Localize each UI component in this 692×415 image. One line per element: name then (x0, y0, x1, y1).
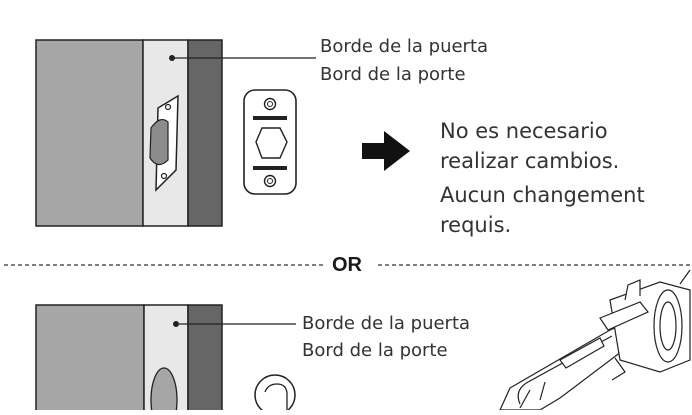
screw-top (164, 103, 172, 111)
door-face (35, 39, 144, 227)
bottom-callout-line1: Borde de la puerta (302, 313, 471, 334)
top-door-illustration (35, 39, 316, 227)
top-callout-line2: Bord de la porte (320, 64, 466, 85)
latch-hole (149, 118, 169, 166)
divider-or-label: OR (328, 254, 366, 277)
message-es-line1: No es necesario (440, 119, 608, 143)
arrow-right-icon (362, 131, 410, 171)
door-bore-hole (150, 367, 178, 415)
door-frame-bottom (187, 304, 223, 415)
top-callout-line1: Borde de la puerta (320, 36, 489, 57)
message-fr-line2: requis. (440, 213, 512, 237)
bottom-door-illustration (35, 304, 296, 415)
message-fr-line1: Aucun changement (440, 183, 645, 207)
message-es-line2: realizar cambios. (440, 149, 620, 173)
latch-cross-section-icon (254, 374, 296, 415)
bottom-callout-line2: Bord de la porte (302, 340, 448, 361)
strike-plate-illustration (243, 89, 297, 195)
latch-bolt-icon (499, 269, 691, 411)
screw-bottom (160, 172, 168, 180)
strike-opening (255, 127, 288, 159)
door-frame (187, 39, 223, 227)
door-face-bottom (35, 304, 145, 415)
